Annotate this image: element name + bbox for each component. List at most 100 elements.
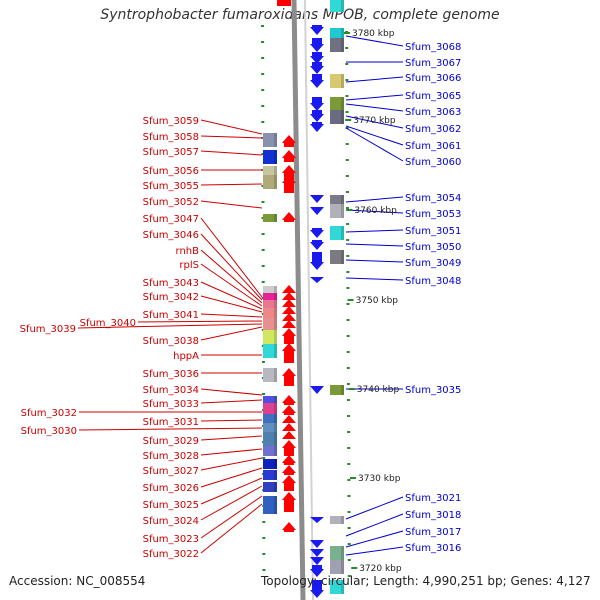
gene-leader-line xyxy=(200,388,263,396)
gene-leader-line xyxy=(345,103,404,112)
gene-leader-line xyxy=(345,546,404,556)
homology-block-edge xyxy=(274,308,277,322)
gene-label-left: Sfum_3030 xyxy=(21,426,77,437)
gene-leader-line xyxy=(345,127,404,162)
scale-tick xyxy=(346,351,350,353)
gene-label-right: Sfum_3035 xyxy=(405,385,461,396)
scale-tick xyxy=(262,537,266,539)
homology-block-edge xyxy=(341,0,344,12)
homology-block-edge xyxy=(274,344,277,358)
gene-label-right: Sfum_3051 xyxy=(405,226,461,237)
gene-label-left: Sfum_3022 xyxy=(143,549,199,560)
gene-label-left: rplS xyxy=(179,260,199,271)
gene-leader-line xyxy=(200,435,263,441)
gene-arrow-reverse xyxy=(310,25,324,35)
homology-block xyxy=(263,446,277,456)
gene-arrow-reverse xyxy=(310,386,324,394)
homology-block xyxy=(330,385,344,395)
gene-label-left: Sfum_3029 xyxy=(143,436,199,447)
gene-label-right: Sfum_3065 xyxy=(405,91,461,102)
scale-tick xyxy=(261,57,265,59)
gene-leader-line xyxy=(200,467,263,488)
gene-arrow-forward xyxy=(282,415,296,423)
gene-label-left: rnhB xyxy=(176,246,200,257)
gene-label-left: Sfum_3047 xyxy=(143,214,199,225)
gene-leader-line xyxy=(345,229,404,233)
scale-tick xyxy=(261,41,265,43)
gene-label-left: Sfum_3034 xyxy=(143,385,199,396)
scale-tick xyxy=(261,169,265,171)
gene-leader-line xyxy=(200,183,263,186)
scale-tick xyxy=(261,185,265,187)
homology-block-edge xyxy=(341,38,344,52)
gene-arrow-forward xyxy=(282,431,296,439)
gene-arrow-reverse xyxy=(310,52,324,64)
scale-tick xyxy=(346,287,350,289)
gene-leader-line xyxy=(200,485,263,521)
gene-arrow-forward xyxy=(282,313,296,321)
scale-tick xyxy=(345,79,349,81)
accession-label: Accession: NC_008554 xyxy=(9,574,146,588)
homology-block-edge xyxy=(274,150,277,164)
homology-block xyxy=(263,470,277,480)
scale-tick xyxy=(346,367,350,369)
gene-label-left: Sfum_3039 xyxy=(20,324,76,335)
homology-block xyxy=(330,38,344,52)
gene-arrow-reverse xyxy=(310,110,324,122)
scale-tick xyxy=(261,361,265,363)
gene-leader-line xyxy=(345,125,404,146)
homology-block xyxy=(263,214,277,222)
gene-arrow-forward xyxy=(282,328,296,344)
gene-arrow-forward xyxy=(282,492,296,512)
gene-leader-line xyxy=(200,295,263,313)
gene-label-left: Sfum_3058 xyxy=(143,132,199,143)
gene-leader-line xyxy=(200,200,263,209)
scale-tick xyxy=(261,25,265,27)
gene-arrow-reverse xyxy=(310,517,324,523)
scale-tick xyxy=(345,95,349,97)
homology-block xyxy=(330,0,344,12)
homology-block xyxy=(330,560,344,574)
homology-block-edge xyxy=(341,97,344,111)
homology-block xyxy=(263,330,277,344)
gene-label-left: Sfum_3055 xyxy=(143,181,199,192)
homology-block-edge xyxy=(274,214,277,222)
gene-label-right: Sfum_3063 xyxy=(405,107,461,118)
gene-arrow-forward xyxy=(282,395,296,405)
gene-arrow-reverse xyxy=(310,122,324,132)
gene-leader-line xyxy=(345,196,404,203)
gene-arrow-forward xyxy=(282,150,296,162)
chromosome-backbone xyxy=(291,0,306,600)
scale-tick xyxy=(347,415,351,417)
homology-block xyxy=(263,459,277,469)
gene-arrow-forward xyxy=(282,212,296,222)
gene-leader-line xyxy=(78,427,263,431)
gene-arrow-forward xyxy=(282,343,296,363)
scale-tick xyxy=(346,255,350,257)
scale-tick xyxy=(347,431,351,433)
scale-tick xyxy=(345,175,349,177)
homology-block-edge xyxy=(341,385,344,395)
gene-leader-line xyxy=(200,217,263,298)
scale-tick xyxy=(261,393,265,395)
gene-label-left: Sfum_3043 xyxy=(143,278,199,289)
gene-leader-line xyxy=(200,448,263,456)
gene-label-right: Sfum_3017 xyxy=(405,527,461,538)
gene-label-right: Sfum_3021 xyxy=(405,493,461,504)
scale-tick xyxy=(347,495,351,497)
scale-tick xyxy=(261,89,265,91)
scale-tick xyxy=(346,319,350,321)
homology-block-edge xyxy=(274,459,277,469)
gene-label-right: Sfum_3016 xyxy=(405,543,461,554)
homology-block xyxy=(263,344,277,358)
gene-arrow-reverse xyxy=(310,557,324,565)
homology-block-edge xyxy=(274,330,277,344)
kbp-label: 3780 kbp xyxy=(352,29,395,39)
scale-tick xyxy=(347,447,351,449)
gene-arrow-reverse xyxy=(310,565,324,577)
gene-label-left: Sfum_3036 xyxy=(143,369,199,380)
gene-leader-line xyxy=(200,135,263,139)
gene-leader-line xyxy=(200,249,263,304)
gene-arrow-forward xyxy=(282,135,296,147)
gene-leader-line xyxy=(200,326,263,341)
